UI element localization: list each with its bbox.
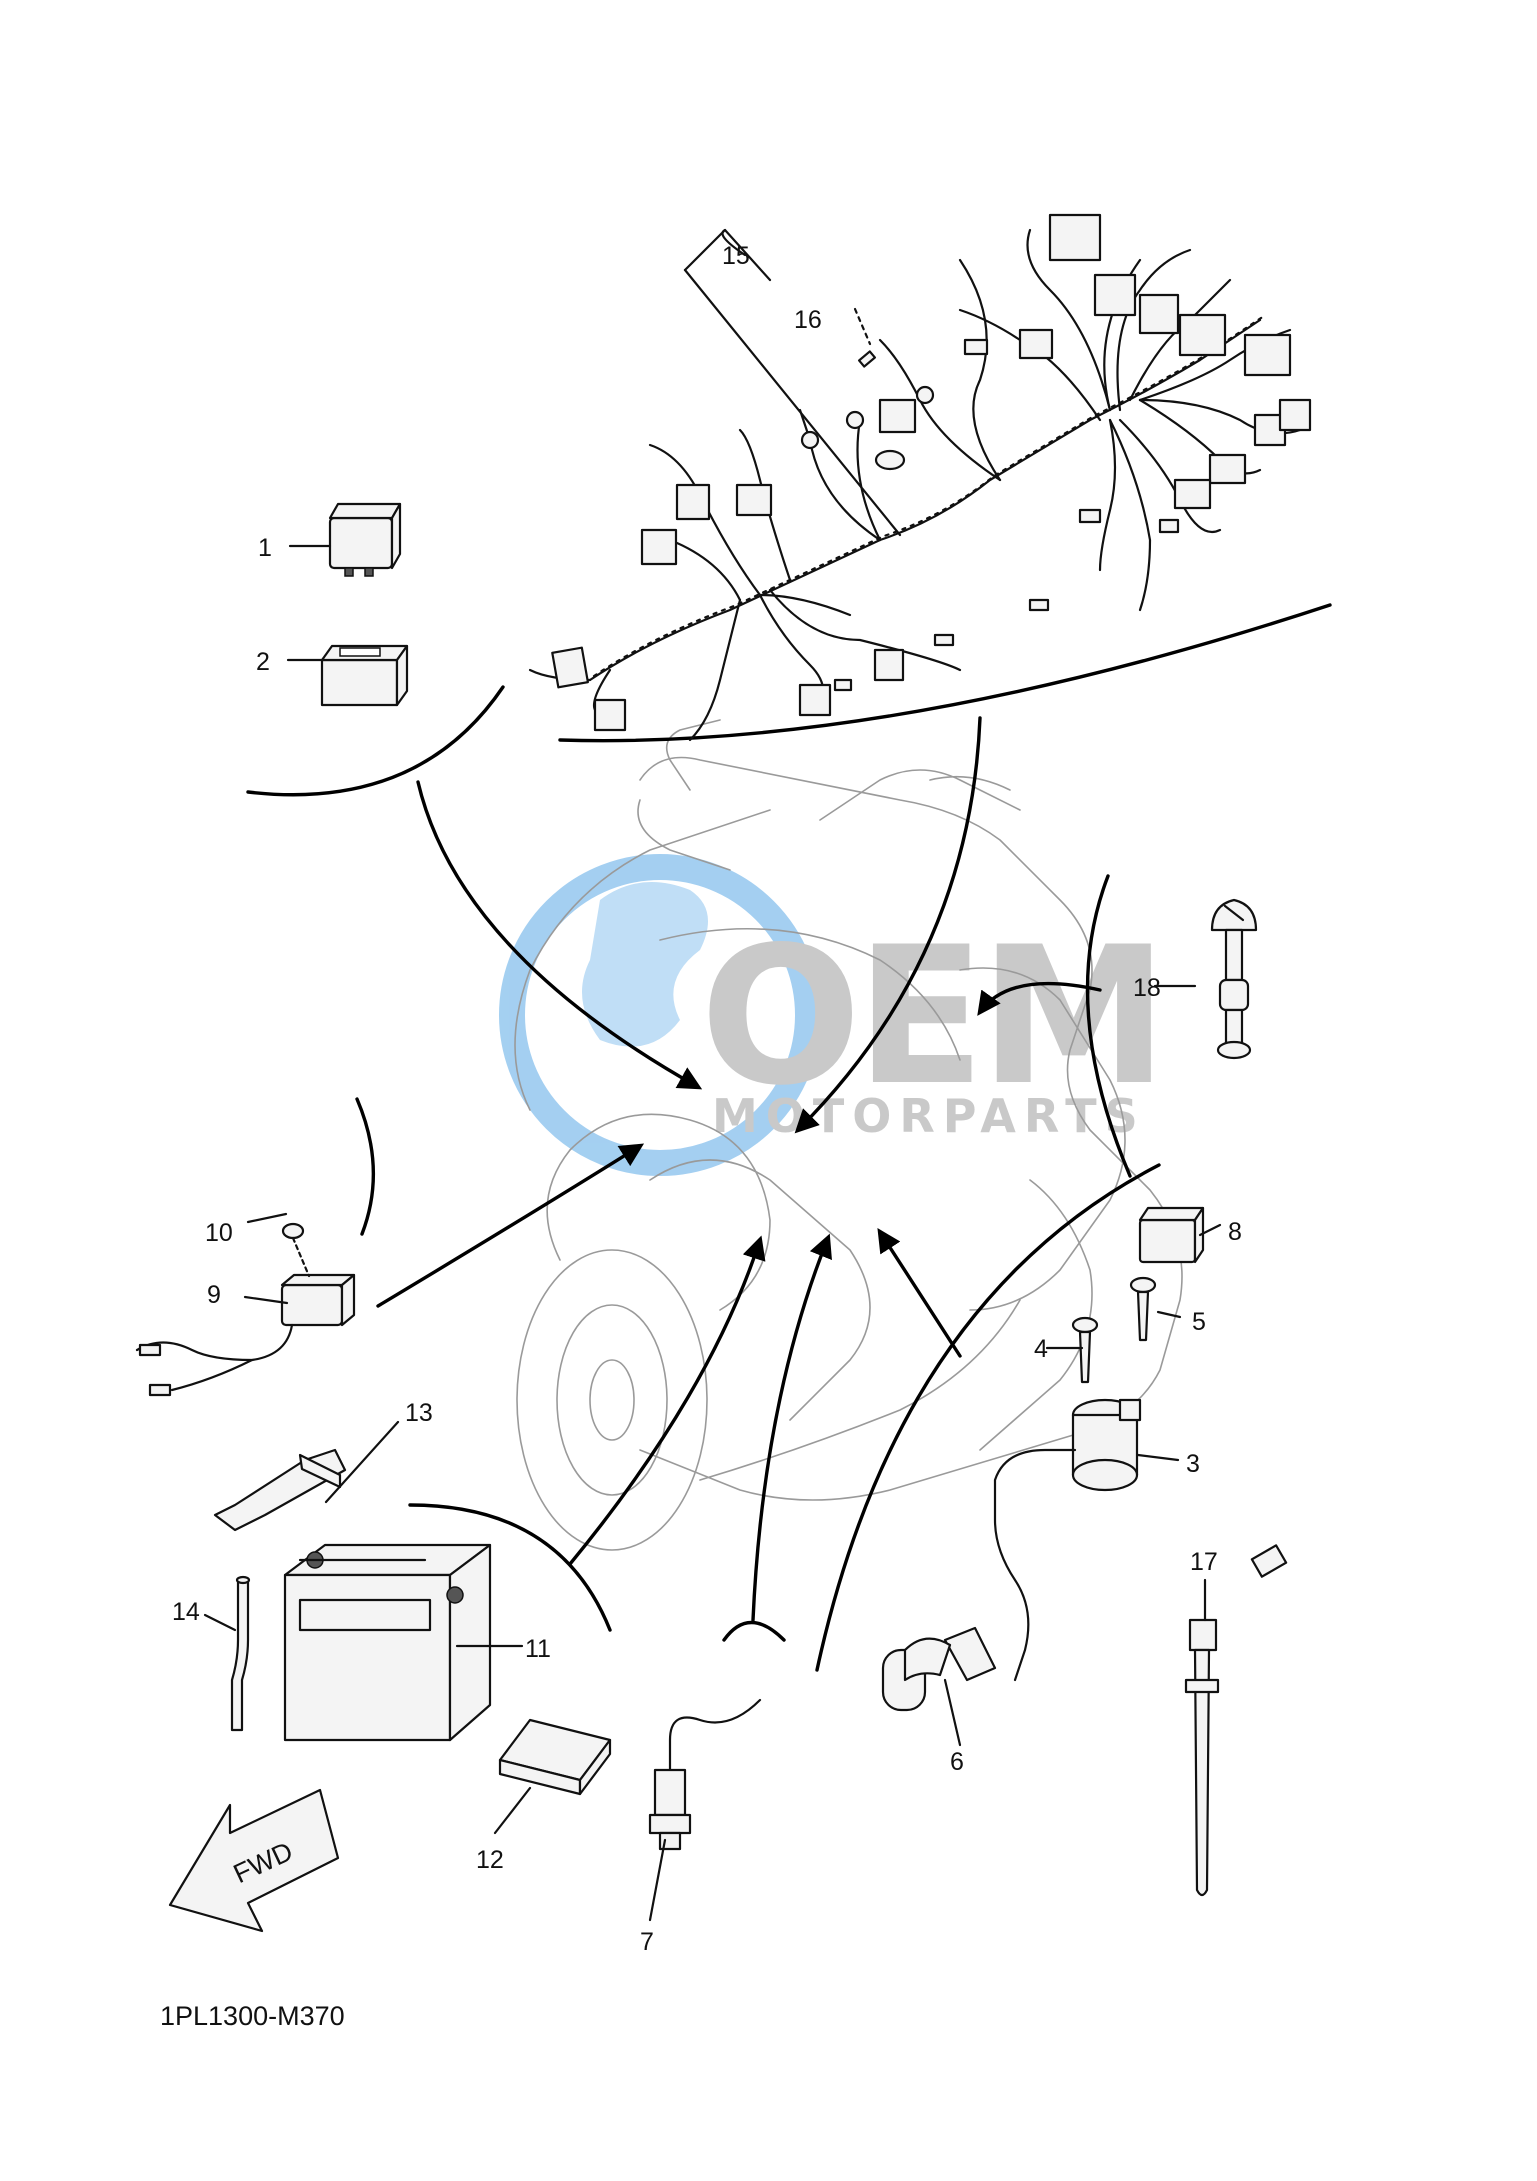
- callout-8: 8: [1228, 1218, 1242, 1246]
- part-ignition-coil-3: [993, 1398, 1142, 1682]
- part-screw-10: [281, 1222, 311, 1278]
- part-tube-14: [230, 1575, 251, 1732]
- callout-18: 18: [1133, 974, 1161, 1002]
- callout-12: 12: [476, 1846, 504, 1874]
- part-screw-5: [1129, 1276, 1157, 1342]
- part-sensor-9: [135, 1273, 356, 1397]
- fwd-arrow-icon: FWD: [168, 1788, 340, 1933]
- part-cover-2: [320, 644, 409, 707]
- part-battery-11: [283, 1543, 492, 1742]
- callout-17: 17: [1190, 1548, 1218, 1576]
- callout-11: 11: [525, 1635, 551, 1663]
- callout-7: 7: [640, 1928, 654, 1956]
- wire-harness: [528, 213, 1312, 742]
- callout-1: 1: [258, 534, 272, 562]
- callout-2: 2: [256, 648, 270, 676]
- callout-16: 16: [794, 306, 822, 334]
- part-cable-tie-17: [1184, 1618, 1220, 1897]
- callout-numbers: 1 2 3 4 5 6 7 8 9 10 11 12 13 14 15 16 1…: [172, 242, 1242, 1956]
- part-sensor-7: [648, 1544, 1288, 1851]
- part-relay-8: [1138, 1206, 1205, 1264]
- part-plug-18: [1210, 898, 1258, 1060]
- part-plug-cap-6: [881, 1626, 997, 1712]
- callout-13: 13: [405, 1399, 433, 1427]
- watermark-globe: [499, 854, 821, 1176]
- boundary-arcs: [246, 603, 1332, 1672]
- callout-6: 6: [950, 1748, 964, 1776]
- part-pad-12: [498, 1718, 612, 1796]
- part-relay-1: [328, 502, 402, 577]
- scooter-outline: [514, 719, 1183, 1551]
- callout-9: 9: [207, 1281, 221, 1309]
- callout-14: 14: [172, 1598, 200, 1626]
- callout-4: 4: [1034, 1335, 1048, 1363]
- leader-lines: [203, 228, 1222, 1922]
- callout-15: 15: [722, 242, 750, 270]
- diagram-code: 1PL1300-M370: [160, 2001, 345, 2031]
- pointer-arrows: [376, 716, 1102, 1622]
- watermark-sub-text: MOTORPARTS: [712, 1089, 1146, 1143]
- watermark-logo: OEM MOTORPARTS: [499, 854, 1168, 1176]
- callout-3: 3: [1186, 1450, 1200, 1478]
- part-screw-4: [1071, 1316, 1099, 1384]
- callout-10: 10: [205, 1219, 233, 1247]
- callout-5: 5: [1192, 1308, 1206, 1336]
- part-bracket-13: [213, 1448, 347, 1532]
